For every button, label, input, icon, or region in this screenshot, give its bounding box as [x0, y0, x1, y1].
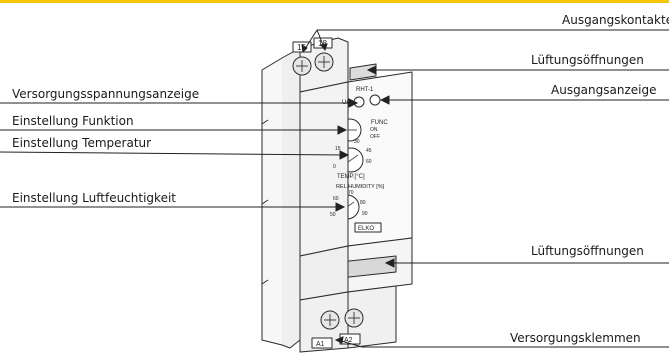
terminal-15-label: 15 — [297, 43, 306, 52]
housing-side — [281, 47, 301, 349]
hum-scale-80: 80 — [360, 200, 366, 206]
label-ausgangsanzeige: Ausgangsanzeige — [551, 83, 657, 97]
func-on-label: ON — [370, 127, 378, 133]
terminal-a1-label: A1 — [316, 341, 325, 348]
vent-top — [349, 63, 377, 81]
temp-label: TEMP.[°C] — [337, 174, 365, 180]
humidity-label: REL.HUMIDITY [%] — [336, 184, 385, 190]
terminal-18-label: 18 — [318, 39, 327, 48]
label-einstellung-temperatur: Einstellung Temperatur — [12, 136, 152, 150]
temp-scale-45: 45 — [366, 148, 372, 154]
terminal-a2-label: A2 — [344, 337, 353, 344]
temp-scale-15: 15 — [335, 146, 341, 152]
hum-scale-90: 90 — [362, 211, 368, 217]
model-label: RHT-1 — [356, 87, 374, 93]
led-un-label: Un — [342, 100, 350, 106]
hum-scale-50: 50 — [330, 212, 336, 218]
label-lueftung-unten: Lüftungsöffnungen — [531, 244, 644, 258]
lower-body — [299, 81, 349, 257]
hum-scale-70: 70 — [348, 190, 354, 196]
label-einstellung-funktion: Einstellung Funktion — [12, 114, 134, 128]
label-ausgangskontakte: Ausgangskontakte — [562, 13, 669, 27]
label-versorgungsspannungsanzeige: Versorgungsspannungsanzeige — [12, 87, 200, 101]
label-versorgungsklemmen: Versorgungsklemmen — [510, 331, 641, 345]
temp-scale-30: 30 — [354, 139, 360, 145]
top-accent-bar — [0, 0, 669, 3]
brand-logo-text: ELKO — [358, 226, 374, 232]
temp-scale-0: 0 — [333, 164, 336, 170]
func-off-label: OFF — [370, 134, 380, 140]
label-lueftung-oben: Lüftungsöffnungen — [531, 53, 644, 67]
hum-scale-60: 60 — [333, 196, 339, 202]
label-einstellung-luftfeuchtigkeit: Einstellung Luftfeuchtigkeit — [12, 191, 176, 205]
func-label: FUNC — [371, 120, 388, 126]
temp-scale-60: 60 — [366, 159, 372, 165]
leader-temperatur — [0, 151, 348, 156]
